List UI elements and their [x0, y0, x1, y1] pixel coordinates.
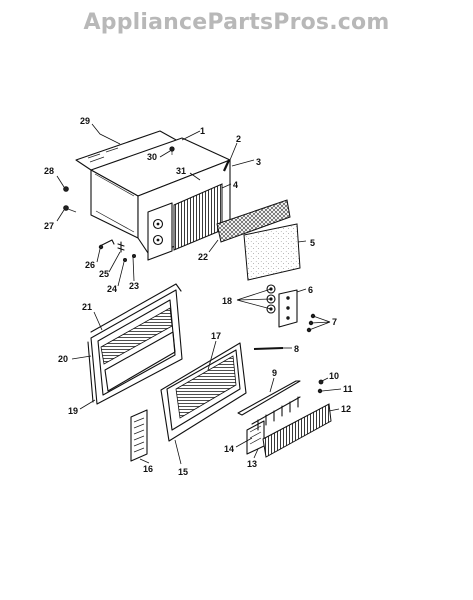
callout-25: 25: [99, 269, 109, 279]
part-19-front-panel: [90, 289, 183, 405]
part-30-screw: [169, 146, 175, 155]
part-11-screw: [317, 388, 323, 394]
callout-3: 3: [256, 157, 261, 167]
leader-lines: [56, 123, 342, 465]
control-knobs: [152, 218, 164, 246]
callout-21: 21: [82, 302, 92, 312]
part-28-screw: [63, 186, 69, 192]
callout-5: 5: [310, 238, 315, 248]
callout-29: 29: [80, 116, 90, 126]
part-5-filter-panel: [243, 223, 301, 281]
part-3-pin: [222, 159, 231, 172]
part-23-screw: [131, 253, 136, 258]
callout-19: 19: [68, 406, 78, 416]
callout-8: 8: [294, 344, 299, 354]
callout-6: 6: [308, 285, 313, 295]
callout-31: 31: [176, 166, 186, 176]
callout-26: 26: [85, 260, 95, 270]
callout-17: 17: [211, 331, 221, 341]
watermark-logo: AppliancePartsPros.com: [83, 10, 390, 35]
part-9-bar: [237, 380, 301, 416]
callout-4: 4: [233, 180, 238, 190]
part-4-coil: [147, 183, 223, 261]
callout-23: 23: [129, 281, 139, 291]
part-20-panel-edge: [87, 341, 94, 403]
part-15-front-grille: [160, 342, 247, 442]
part-24-screw: [123, 257, 128, 262]
callout-10: 10: [329, 371, 339, 381]
callout-9: 9: [272, 368, 277, 378]
part-21-panel-frame-top: [90, 283, 182, 333]
callout-24: 24: [107, 284, 117, 294]
part-27-screw: [63, 205, 77, 213]
callout-14: 14: [224, 444, 234, 454]
callout-30: 30: [147, 152, 157, 162]
callout-28: 28: [44, 166, 54, 176]
callout-22: 22: [198, 252, 208, 262]
callout-12: 12: [341, 404, 351, 414]
part-14-louver-blades: [257, 396, 299, 431]
callout-11: 11: [343, 384, 353, 394]
callout-20: 20: [58, 354, 68, 364]
part-12-lower-grille: [262, 403, 332, 458]
part-22-rear-grille: [216, 199, 291, 243]
callout-labels: 1 2 3 4 5 6 7 8 9 10 11 12 13 14 15 16 1…: [44, 116, 353, 477]
part-6-control-plate: [278, 289, 298, 328]
callout-27: 27: [44, 221, 54, 231]
part-16-side-curtain: [130, 409, 148, 462]
part-26-bracket: [98, 239, 115, 250]
part-25-spring: [117, 241, 125, 253]
part-8-rod: [253, 347, 284, 350]
callout-7: 7: [332, 317, 337, 327]
callout-15: 15: [178, 467, 188, 477]
callout-13: 13: [247, 459, 257, 469]
callout-1: 1: [200, 126, 205, 136]
callout-2: 2: [236, 134, 241, 144]
callout-16: 16: [143, 464, 153, 474]
callout-18: 18: [222, 296, 232, 306]
